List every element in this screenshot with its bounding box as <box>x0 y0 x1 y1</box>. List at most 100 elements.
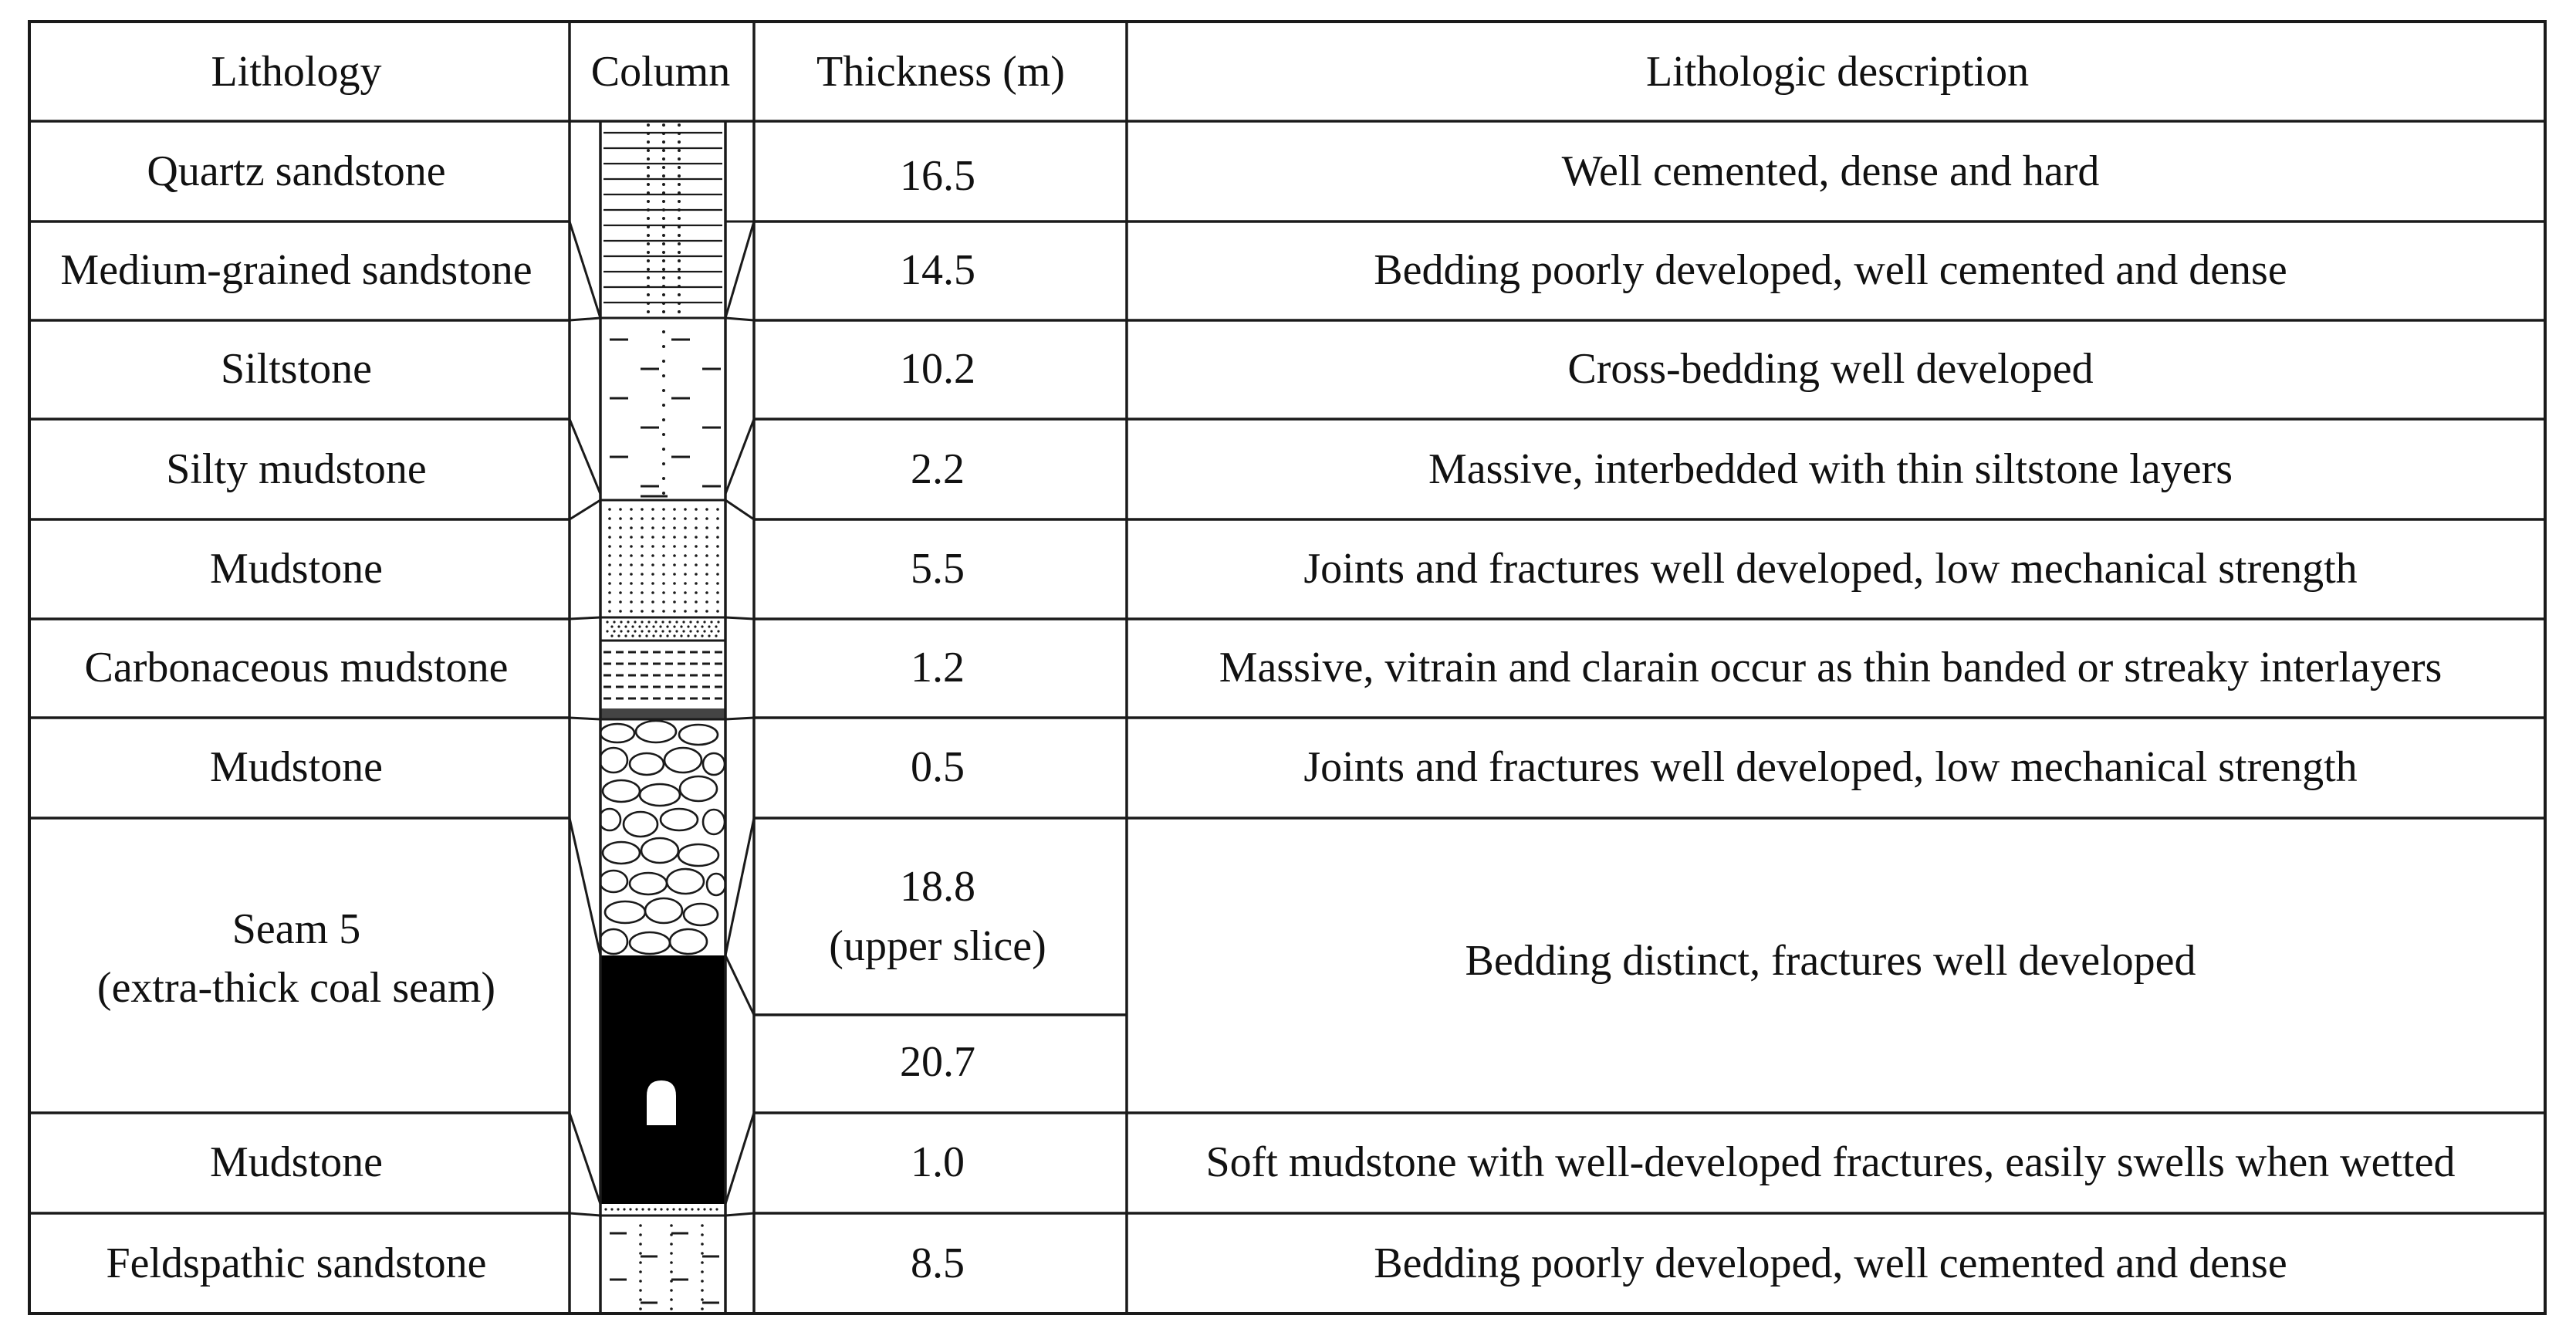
mudstone-dot <box>641 526 644 529</box>
sandstone-dot <box>662 310 665 313</box>
row-thickness: 1.0 <box>911 1138 965 1186</box>
feldspathic-dot <box>639 1243 642 1246</box>
mudstone-dot <box>695 600 698 604</box>
mudstone-dot <box>695 610 698 613</box>
row-description: Well cemented, dense and hard <box>1561 147 2100 195</box>
mudstone-dot <box>651 526 654 529</box>
mudstone-dot <box>641 591 644 594</box>
mudstone-dot <box>716 610 719 613</box>
pebble <box>701 752 725 776</box>
sandstone-dot <box>662 123 665 127</box>
fan-connector-left <box>568 817 602 956</box>
row-thickness: 10.2 <box>900 345 975 393</box>
speckle-dot <box>627 630 630 633</box>
mudstone-dot <box>662 517 665 520</box>
row-description: Joints and fractures well developed, low… <box>1303 545 2358 593</box>
speckle-dot <box>680 625 683 628</box>
mudstone-dot <box>608 508 611 511</box>
feldspathic-dot <box>670 1224 673 1227</box>
fan-connector-left <box>569 316 601 322</box>
sandstone-dot <box>662 208 665 211</box>
feldspathic-dot <box>639 1307 642 1310</box>
mudstone-dot <box>630 563 633 566</box>
mudstone-dot <box>716 554 719 557</box>
mudstone-dot <box>716 582 719 585</box>
mudstone-dot <box>608 536 611 539</box>
sandstone-dot <box>678 200 681 203</box>
speckle-dot <box>694 625 697 628</box>
feldspathic-dot <box>701 1298 704 1301</box>
mudstone-dot <box>651 536 654 539</box>
mudstone-dot <box>630 582 633 585</box>
mudstone-dot <box>619 536 622 539</box>
row-thickness: 0.5 <box>911 743 965 791</box>
pebble <box>634 719 678 744</box>
mudstone-dot <box>716 526 719 529</box>
mudstone-dot <box>651 545 654 548</box>
mudstone-dot <box>695 508 698 511</box>
speckle-dot <box>617 625 620 628</box>
sandstone-dot <box>678 285 681 288</box>
speckle-dot <box>654 1208 657 1211</box>
mudstone-dot <box>651 573 654 576</box>
speckle-dot <box>613 620 616 624</box>
speckle-dot <box>696 620 699 624</box>
speckle-dot <box>710 630 713 633</box>
mudstone-dot <box>673 610 676 613</box>
speckle-dot <box>703 630 706 633</box>
pebble <box>678 723 719 746</box>
mudstone-dot <box>662 582 665 585</box>
mudstone-dot <box>716 573 719 576</box>
speckle-dot <box>689 630 692 633</box>
pebble <box>600 722 636 744</box>
speckle-dot <box>635 1208 638 1211</box>
speckle-dot <box>661 630 664 633</box>
sandstone-dot <box>647 208 650 211</box>
mudstone-dot <box>651 563 654 566</box>
mudstone-dot <box>619 610 622 613</box>
sandstone-dot <box>647 157 650 161</box>
mudstone-dot <box>695 545 698 548</box>
sandstone-dot <box>662 157 665 161</box>
fan-connector-right <box>724 817 756 956</box>
mudstone-dot <box>673 545 676 548</box>
speckle-dot <box>647 1208 651 1211</box>
mudstone-dot <box>684 526 687 529</box>
speckle-dot <box>647 630 651 633</box>
sandstone-dot <box>647 166 650 169</box>
sandstone-dot <box>662 259 665 262</box>
speckle-dot <box>610 1208 614 1211</box>
fan-connector-left <box>569 1212 601 1217</box>
speckle-dot <box>696 630 699 633</box>
mudstone-dot <box>673 582 676 585</box>
mudstone-dot <box>705 517 708 520</box>
mudstone-dot <box>695 517 698 520</box>
sandstone-dot <box>662 234 665 237</box>
mudstone-dot <box>673 536 676 539</box>
sandstone-dot <box>678 140 681 144</box>
pebble <box>628 752 665 776</box>
mudstone-dot <box>673 591 676 594</box>
siltstone-dot <box>662 345 665 348</box>
row-thickness: 8.5 <box>911 1239 965 1287</box>
pebble <box>622 810 659 838</box>
speckle-dot <box>659 625 662 628</box>
pebble <box>678 775 718 803</box>
speckle-dot <box>687 625 690 628</box>
speckle-dot <box>624 625 627 628</box>
mudstone-dot <box>705 545 708 548</box>
mudstone-dot <box>662 526 665 529</box>
mudstone-dot <box>608 526 611 529</box>
fan-connector-left <box>568 418 602 495</box>
mudstone-dot <box>662 554 665 557</box>
mudstone-dot <box>684 563 687 566</box>
feldspathic-dot <box>670 1298 673 1301</box>
sandstone-dot <box>662 293 665 296</box>
mudstone-dot <box>608 610 611 613</box>
feldspathic-dot <box>670 1270 673 1273</box>
mudstone-dot <box>608 563 611 566</box>
mudstone-dot <box>662 573 665 576</box>
mudstone-dot <box>705 600 708 604</box>
row-description: Massive, vitrain and clarain occur as th… <box>1219 644 2442 691</box>
mudstone-dot <box>705 536 708 539</box>
